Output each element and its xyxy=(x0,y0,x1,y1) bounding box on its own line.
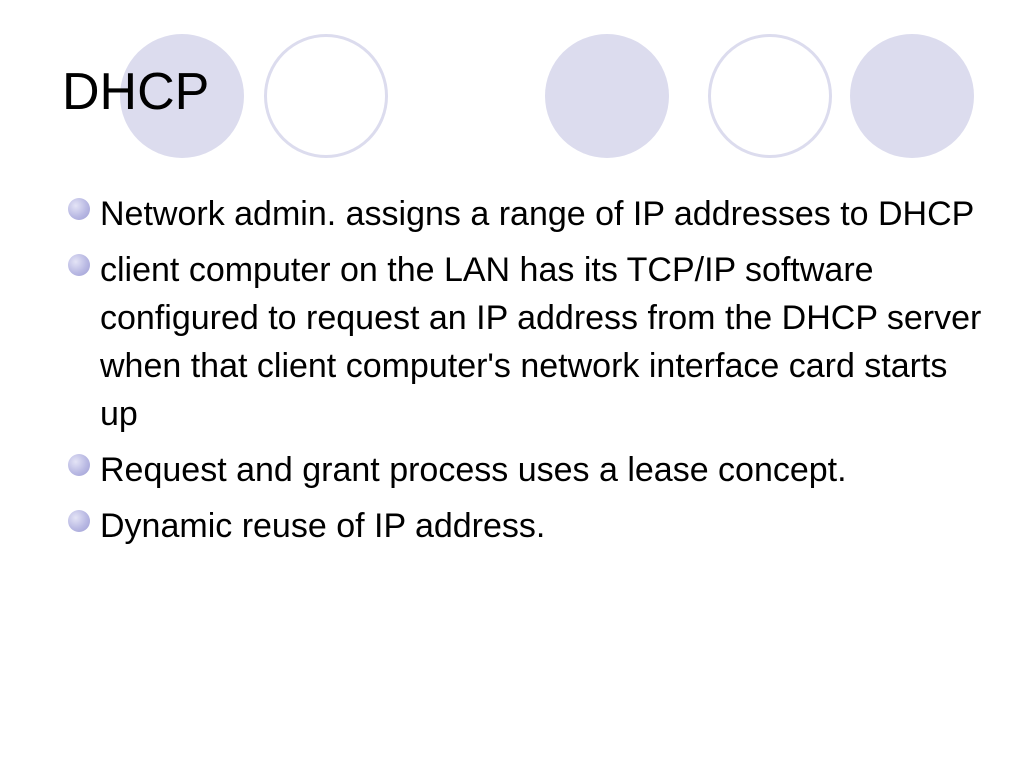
bullet-text: Network admin. assigns a range of IP add… xyxy=(100,195,975,233)
decorative-circle-outline xyxy=(264,34,388,158)
bullet-item: Network admin. assigns a range of IP add… xyxy=(62,190,982,238)
bullet-item: Request and grant process uses a lease c… xyxy=(62,446,982,494)
bullet-item: Dynamic reuse of IP address. xyxy=(62,502,982,550)
bullet-dot-icon xyxy=(68,198,90,220)
bullet-list: Network admin. assigns a range of IP add… xyxy=(62,190,982,558)
bullet-dot-icon xyxy=(68,510,90,532)
decorative-circle-outline xyxy=(708,34,832,158)
bullet-dot-icon xyxy=(68,454,90,476)
bullet-text: client computer on the LAN has its TCP/I… xyxy=(100,251,982,433)
decorative-circle-filled xyxy=(850,34,974,158)
decorative-circle-filled xyxy=(120,34,244,158)
slide-title: DHCP xyxy=(62,63,210,121)
decorative-circle-filled xyxy=(545,34,669,158)
bullet-item: client computer on the LAN has its TCP/I… xyxy=(62,246,982,438)
bullet-text: Dynamic reuse of IP address. xyxy=(100,507,546,545)
bullet-dot-icon xyxy=(68,254,90,276)
bullet-text: Request and grant process uses a lease c… xyxy=(100,451,847,489)
